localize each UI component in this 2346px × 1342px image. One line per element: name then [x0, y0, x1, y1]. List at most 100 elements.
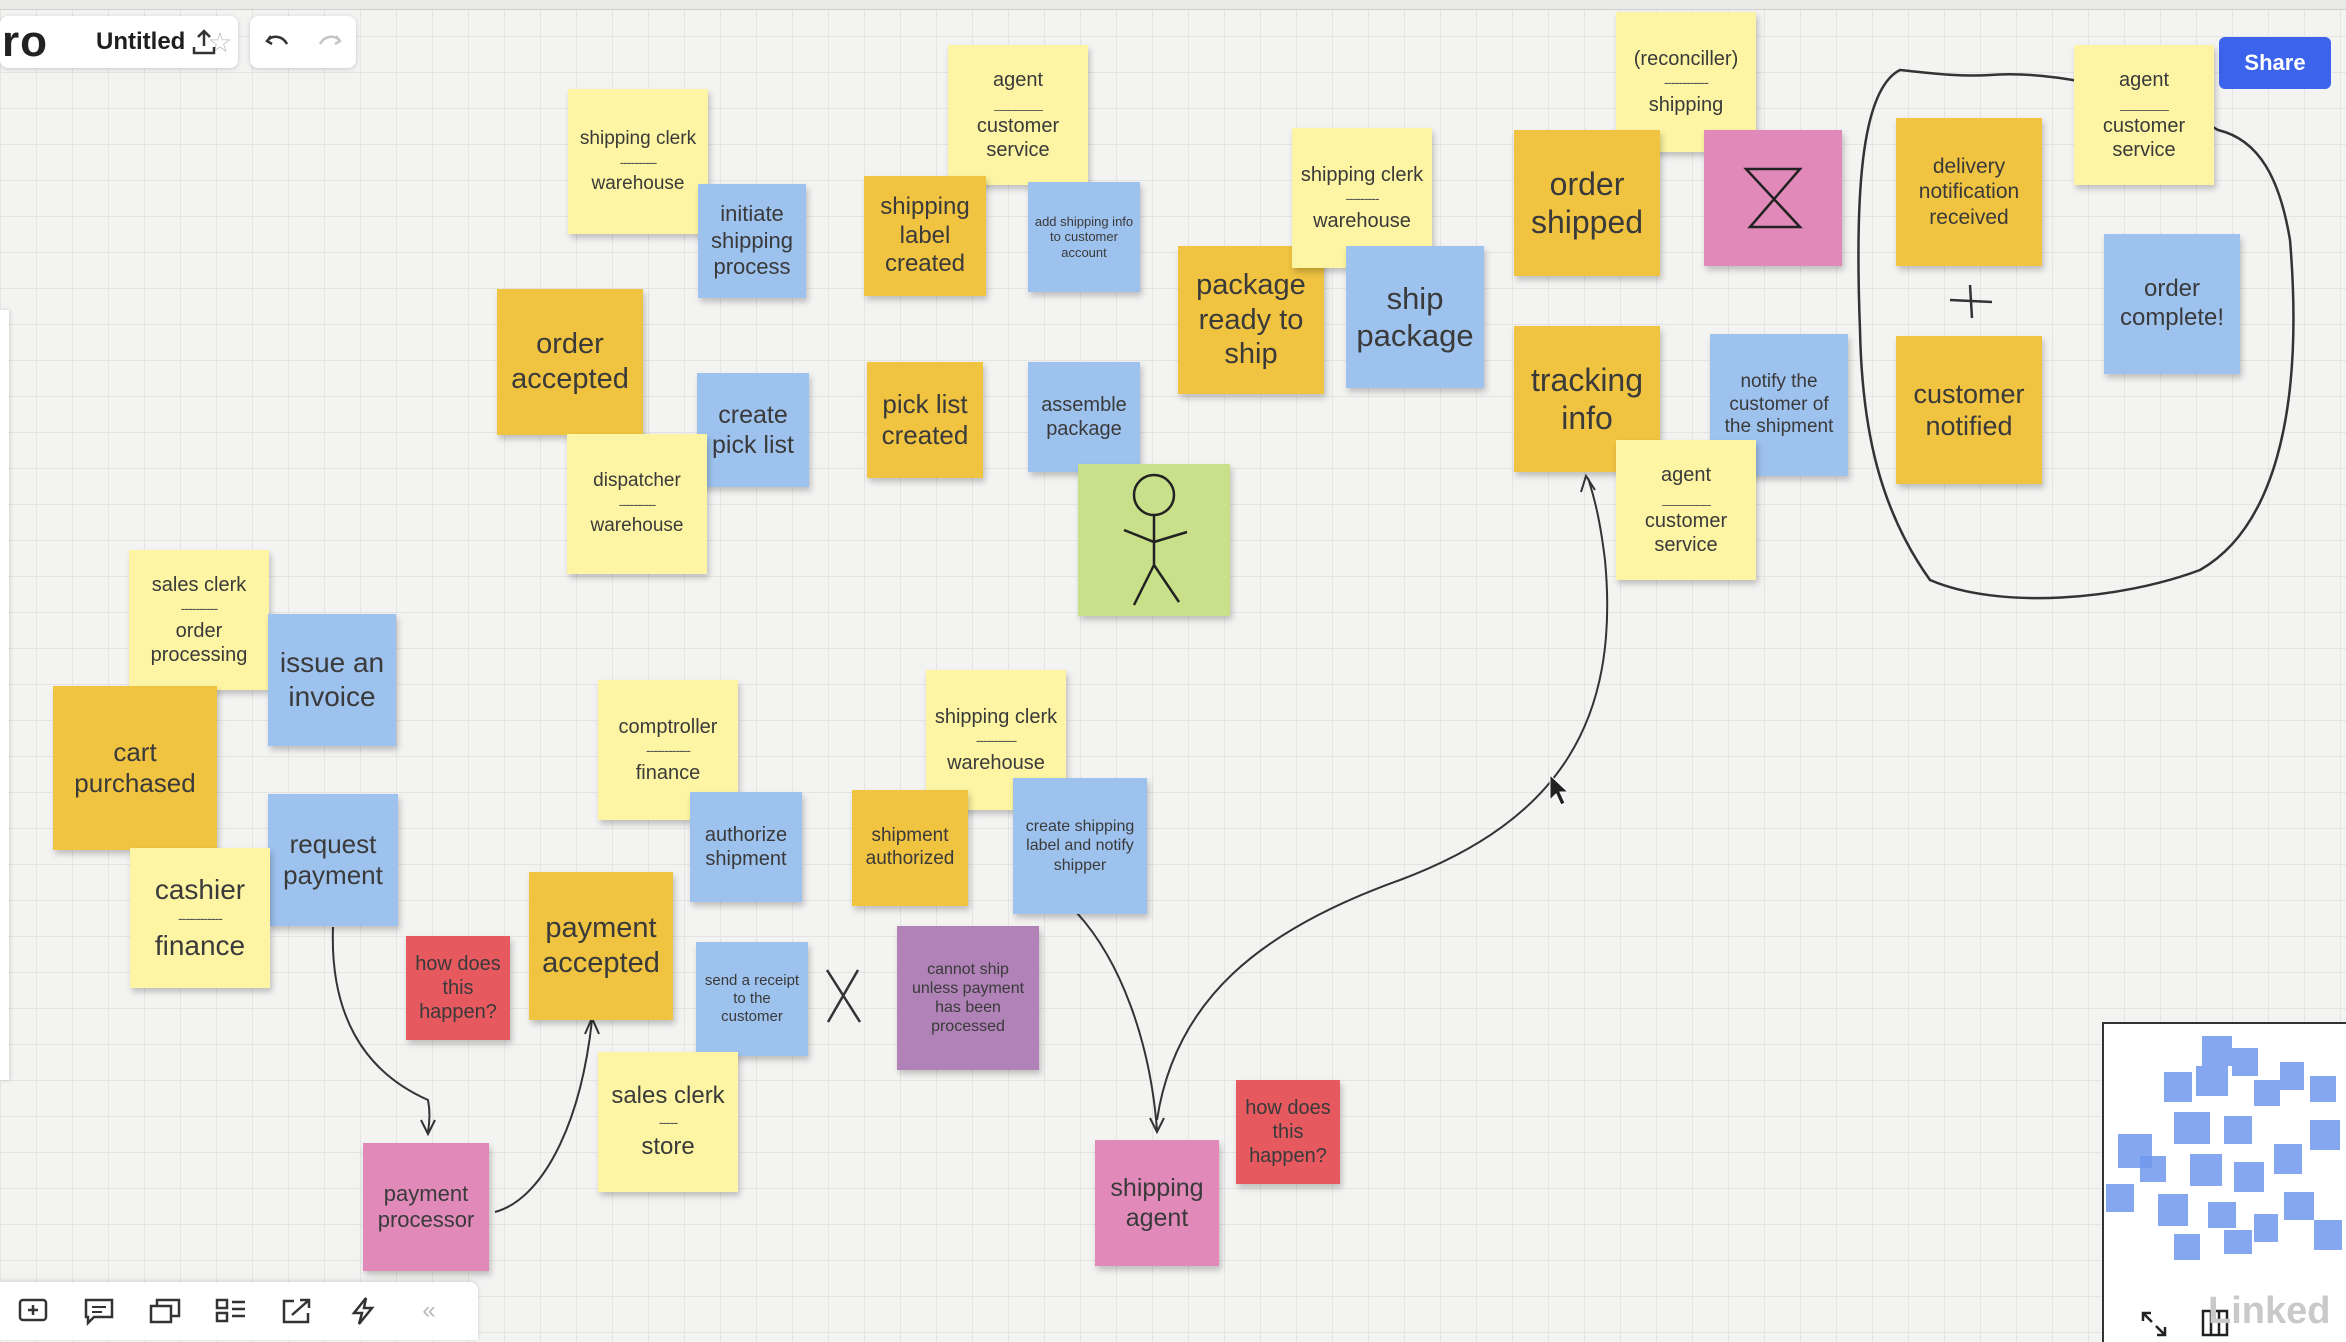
- note-dept: customer service: [2102, 115, 2186, 161]
- note-role: cashier: [154, 874, 246, 906]
- note-sales-clerk-2[interactable]: sales clerk-----store: [598, 1052, 738, 1192]
- minimap-note: [2174, 1234, 2200, 1260]
- connector-request-to-processor: [331, 926, 431, 1133]
- share-button[interactable]: Share: [2219, 37, 2331, 89]
- note-cashier[interactable]: cashier------------finance: [130, 848, 270, 988]
- export-icon[interactable]: [264, 1282, 330, 1340]
- note-dept: warehouse: [591, 172, 685, 194]
- note-dept: finance: [635, 762, 701, 784]
- watermark-logo: Linked: [2208, 1290, 2331, 1332]
- note-add-shipping-info[interactable]: add shipping info to customer account: [1028, 182, 1140, 292]
- undo-redo-group: [250, 16, 356, 68]
- minimap-note: [2310, 1120, 2340, 1150]
- note-dept: store: [641, 1133, 695, 1160]
- note-delivery-notification[interactable]: delivery notification received: [1896, 118, 2042, 266]
- note-payment-accepted[interactable]: payment accepted: [529, 872, 673, 1020]
- connector-create-to-agent: [1076, 912, 1158, 1131]
- frame-icon[interactable]: [0, 1282, 66, 1340]
- note-dept: customer service: [976, 115, 1060, 161]
- minimap-note: [2234, 1162, 2264, 1192]
- note-payment-processor[interactable]: payment processor: [363, 1143, 489, 1271]
- note-role: shipping clerk: [934, 706, 1058, 728]
- note-dept: order processing: [150, 620, 248, 666]
- minimap-note: [2280, 1062, 2304, 1090]
- cursor-icon: [1549, 773, 1570, 806]
- note-reconciller[interactable]: (reconciller)------------shipping: [1616, 12, 1756, 152]
- plus-mark: [1949, 284, 1993, 319]
- comment-icon[interactable]: [66, 1282, 132, 1340]
- note-role: comptroller: [618, 716, 718, 738]
- note-create-pick-list[interactable]: create pick list: [697, 373, 809, 487]
- note-request-payment[interactable]: request payment: [268, 794, 398, 926]
- note-stick-figure[interactable]: [1078, 464, 1230, 616]
- note-tracking-info[interactable]: tracking info: [1514, 326, 1660, 472]
- note-dispatcher[interactable]: dispatcher----------warehouse: [567, 434, 707, 574]
- note-dept: warehouse: [1313, 210, 1411, 232]
- note-shipping-clerk-2[interactable]: shipping clerk---------warehouse: [1292, 128, 1432, 268]
- note-dept: warehouse: [590, 515, 684, 536]
- upload-icon[interactable]: [182, 20, 226, 64]
- note-shipping-agent[interactable]: shipping agent: [1095, 1140, 1219, 1266]
- cards-icon[interactable]: [132, 1282, 198, 1340]
- note-create-label-notify[interactable]: create shipping label and notify shipper: [1013, 778, 1147, 914]
- note-shipping-clerk-1[interactable]: shipping clerk----------warehouse: [568, 89, 708, 234]
- note-shipment-authorized[interactable]: shipment authorized: [852, 790, 968, 906]
- note-assemble-package[interactable]: assemble package: [1028, 362, 1140, 472]
- note-role: dispatcher: [593, 470, 681, 492]
- note-hourglass[interactable]: [1704, 130, 1842, 266]
- note-role: agent: [992, 69, 1044, 91]
- minimap-note: [2174, 1112, 2210, 1144]
- redo-icon[interactable]: [308, 20, 352, 64]
- minimap-note: [2106, 1184, 2134, 1212]
- connector-agent-to-tracking: [1156, 477, 1609, 1121]
- kanban-icon[interactable]: [198, 1282, 264, 1340]
- note-how-happen-1[interactable]: how does this happen?: [406, 936, 510, 1040]
- undo-icon[interactable]: [255, 20, 299, 64]
- note-ship-package[interactable]: ship package: [1346, 246, 1484, 388]
- fullscreen-icon[interactable]: [2140, 1310, 2168, 1342]
- note-agent-1[interactable]: agent_______customer service: [948, 45, 1088, 185]
- note-role: (reconciller): [1633, 48, 1739, 70]
- note-dept: finance: [154, 930, 246, 961]
- note-role: agent: [2118, 69, 2170, 91]
- note-sales-clerk-1[interactable]: sales clerk----------order processing: [129, 550, 269, 690]
- note-issue-invoice[interactable]: issue an invoice: [268, 614, 396, 746]
- grid-icon[interactable]: [2200, 1308, 2230, 1342]
- minimap-note: [2284, 1192, 2314, 1220]
- window-top-edge: [0, 0, 2346, 10]
- note-agent-3[interactable]: agent_______customer service: [2074, 45, 2214, 185]
- note-customer-notified[interactable]: customer notified: [1896, 336, 2042, 484]
- minimap[interactable]: [2102, 1022, 2346, 1342]
- note-initiate-shipping[interactable]: initiate shipping process: [698, 184, 806, 298]
- note-order-complete[interactable]: order complete!: [2104, 234, 2240, 374]
- note-authorize-shipment[interactable]: authorize shipment: [690, 792, 802, 902]
- note-role: sales clerk: [611, 1082, 725, 1110]
- connector-processor-to-payment: [494, 1019, 593, 1213]
- note-cart-purchased[interactable]: cart purchased: [53, 686, 217, 850]
- note-cannot-ship[interactable]: cannot ship unless payment has been proc…: [897, 926, 1039, 1070]
- note-order-accepted[interactable]: order accepted: [497, 289, 643, 435]
- note-send-receipt[interactable]: send a receipt to the customer: [696, 942, 808, 1056]
- upload-button[interactable]: [182, 16, 238, 68]
- minimap-note: [2254, 1214, 2278, 1242]
- app-logo: ro: [2, 17, 48, 66]
- board-title[interactable]: Untitled: [96, 28, 186, 55]
- note-shipping-label-created[interactable]: shipping label created: [864, 176, 986, 296]
- note-how-happen-2[interactable]: how does this happen?: [1236, 1080, 1340, 1184]
- minimap-note: [2190, 1154, 2222, 1186]
- note-package-ready[interactable]: package ready to ship: [1178, 246, 1324, 394]
- minimap-note: [2196, 1066, 2228, 1096]
- note-order-shipped[interactable]: order shipped: [1514, 130, 1660, 276]
- note-agent-2[interactable]: agent_______customer service: [1616, 440, 1756, 580]
- collapse-icon[interactable]: «: [422, 1297, 436, 1324]
- minimap-note: [2140, 1156, 2166, 1182]
- note-role: sales clerk: [151, 574, 247, 596]
- minimap-note: [2224, 1116, 2252, 1144]
- minimap-note: [2314, 1220, 2342, 1250]
- bolt-icon[interactable]: [330, 1282, 396, 1340]
- minimap-note: [2232, 1048, 2258, 1076]
- note-role: agent: [1660, 464, 1712, 486]
- minimap-note: [2164, 1072, 2192, 1102]
- minimap-note: [2208, 1202, 2236, 1228]
- note-pick-list-created[interactable]: pick list created: [867, 362, 983, 478]
